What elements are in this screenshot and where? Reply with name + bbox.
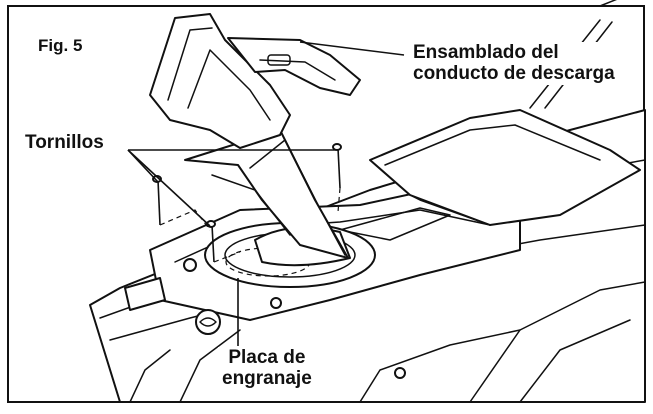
screw-guide-left: [159, 209, 211, 231]
top-cover-bevel: [384, 124, 601, 166]
leader-screw-middle: [127, 149, 211, 227]
leader-chute-assembly: [299, 41, 405, 56]
callout-chute-assembly-line1: Ensamblado del: [413, 42, 559, 63]
callout-gear-plate-line2: engranaje: [222, 368, 312, 390]
chute-deflector: [149, 13, 291, 149]
housing-tab: [124, 277, 166, 311]
top-cover: [369, 109, 641, 226]
figure-number-label: Fig. 5: [38, 36, 83, 55]
brand-badge-mark: [199, 317, 217, 327]
housing-ridge: [359, 329, 521, 403]
screw-guide-right: [337, 187, 341, 213]
deflector-bracket-slot: [259, 59, 336, 81]
callout-chute-assembly-line2: conducto de descarga: [413, 63, 615, 85]
chute-deflector-rim: [167, 27, 213, 101]
callout-screws: Tornillos: [22, 132, 107, 154]
deflector-slot-hole: [267, 54, 291, 66]
callout-gear-plate-line1: Placa de: [228, 347, 306, 368]
top-cover-lower-edge: [409, 194, 491, 226]
deflector-bracket: [227, 37, 361, 96]
chute-deflector-inner: [187, 49, 271, 121]
screw-guide-middle: [213, 251, 241, 263]
deck-bolt-hole-left: [183, 258, 197, 272]
handle-bar-top: [599, 0, 618, 7]
callout-gear-plate: Placa de engranaje: [218, 347, 316, 390]
chute-body-fold: [211, 174, 291, 236]
callout-chute-assembly: Ensamblado del conducto de descarga: [410, 42, 618, 85]
housing-side-panel-inner: [519, 319, 631, 403]
screw-left: [152, 175, 162, 226]
chute-body-edge: [249, 139, 346, 256]
screw-right: [332, 143, 342, 189]
housing-lower-curve: [129, 349, 171, 403]
housing-side-panel: [469, 281, 646, 403]
brand-badge: [195, 309, 221, 335]
deck-recess: [339, 207, 451, 241]
deck-bolt-hole-center: [270, 297, 282, 309]
housing-front-curve: [179, 329, 241, 403]
deck-bolt-hole-lower: [394, 367, 406, 379]
